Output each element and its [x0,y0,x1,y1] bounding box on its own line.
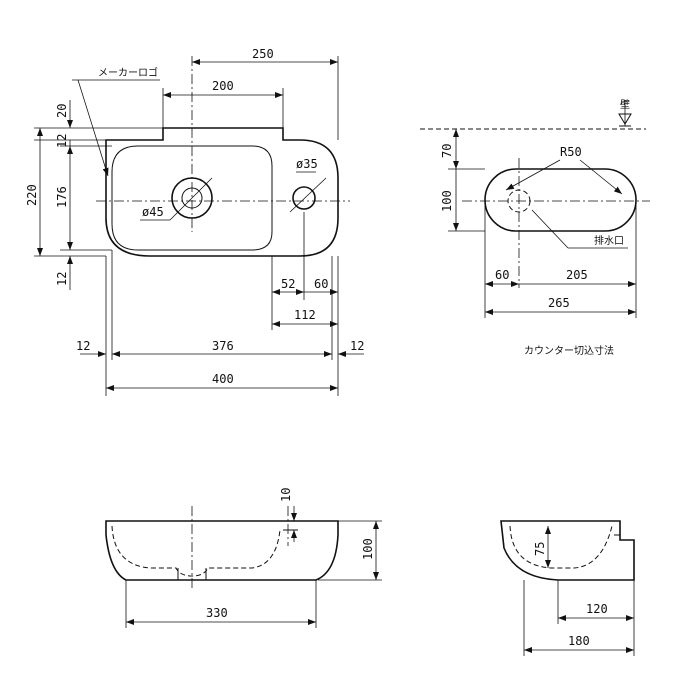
cutout-outline [484,168,637,232]
bowl-inner-side [509,525,613,569]
dim-400: 400 [212,372,234,386]
bowl-inner-top [111,145,273,251]
dim-52: 52 [281,277,295,291]
front-view: 10 100 330 [105,488,382,628]
dim-112: 112 [294,308,316,322]
dim-60: 60 [314,277,328,291]
basin-outline-side [500,520,635,581]
dim-205: 205 [566,268,588,282]
dim-100-cut: 100 [440,190,454,212]
dim-12-bottom: 12 [55,272,69,286]
dim-12-left: 12 [76,339,90,353]
maker-logo-label: メーカーロゴ [98,66,158,79]
dim-70: 70 [440,144,454,158]
side-view: 75 120 180 [500,520,635,656]
dim-220: 220 [25,184,39,206]
dim-180: 180 [568,634,590,648]
dim-12-top: 12 [55,134,69,148]
dim-265: 265 [548,296,570,310]
basin-outline-front [105,520,339,581]
dia-35: ø35 [296,157,318,171]
top-view: 250 200 メーカーロゴ 220 176 20 12 12 ø35 ø45 [25,47,364,396]
faucet-hole [292,186,316,210]
basin-outline-top [105,127,339,257]
drain-mark [507,189,531,213]
dim-75: 75 [533,542,547,556]
bowl-inner-front [111,525,281,577]
dim-60-cut: 60 [495,268,509,282]
counter-cut-view: 壁 R50 排水口 70 100 60 205 265 カウンタ [420,98,650,357]
dim-20: 20 [55,104,69,118]
dim-100-front: 100 [361,538,375,560]
radius-label: R50 [560,145,582,159]
dim-176: 176 [55,186,69,208]
dim-376: 376 [212,339,234,353]
dim-250: 250 [252,47,274,61]
dia-45: ø45 [142,205,164,219]
dim-120: 120 [586,602,608,616]
dim-12-right: 12 [350,339,364,353]
counter-cut-caption: カウンター切込寸法 [524,344,614,357]
dim-200: 200 [212,79,234,93]
drain-label: 排水口 [594,234,624,247]
dim-330: 330 [206,606,228,620]
dim-10: 10 [279,488,293,502]
